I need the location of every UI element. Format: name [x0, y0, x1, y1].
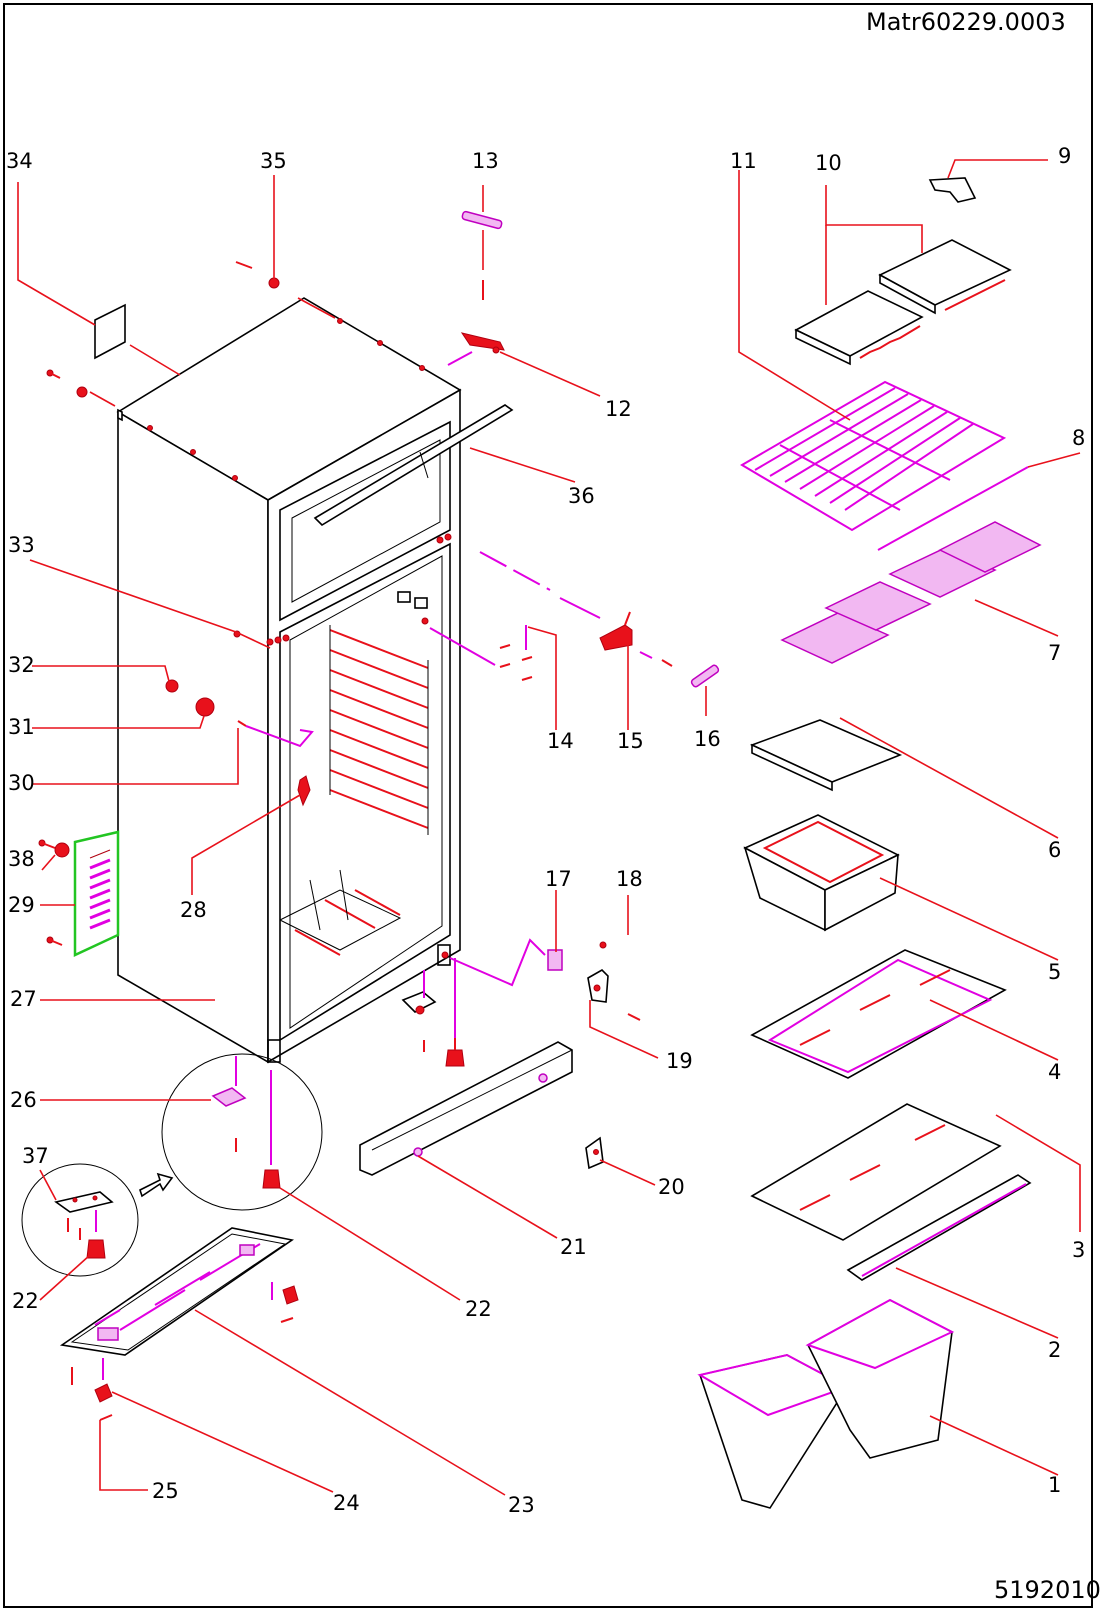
part-label-23: 23 [508, 1493, 535, 1517]
part-label-32: 32 [8, 653, 35, 677]
rod-8 [877, 466, 1029, 551]
chiller-tray-5 [743, 814, 900, 932]
part-label-26: 26 [10, 1088, 37, 1112]
part-label-9: 9 [1058, 144, 1071, 168]
part-label-10: 10 [815, 151, 842, 175]
bracket-26-upper [401, 970, 437, 1052]
part-label-13: 13 [472, 149, 499, 173]
part-label-22-left: 22 [12, 1289, 39, 1313]
part-label-2: 2 [1048, 1338, 1061, 1362]
rear-roller [271, 1282, 299, 1323]
hinge-cover-13 [461, 210, 503, 230]
detail-circle-right [161, 1053, 323, 1211]
part-label-35: 35 [260, 149, 287, 173]
base-plate-23 [59, 1227, 295, 1385]
part-label-20: 20 [658, 1175, 685, 1199]
drawing-code: Matr60229.0003 [866, 8, 1066, 36]
top-hinge-12 [460, 332, 505, 354]
screw-30 [237, 720, 247, 727]
part-label-4: 4 [1048, 1060, 1061, 1084]
chiller-cover-6 [749, 719, 903, 792]
part-label-21: 21 [560, 1235, 587, 1259]
adjustable-foot-upper [445, 958, 465, 1067]
plate-37 [54, 1191, 114, 1213]
part-label-22-right: 22 [465, 1297, 492, 1321]
part-label-31: 31 [8, 715, 35, 739]
pin-18 [599, 941, 607, 949]
part-label-37: 37 [22, 1144, 49, 1168]
evaporator-plate [329, 625, 429, 835]
label-plate [94, 303, 126, 360]
pin-25 [99, 1414, 113, 1421]
drawing-frame [3, 3, 1093, 1608]
arrow-icon [139, 1172, 174, 1198]
part-label-15: 15 [617, 729, 644, 753]
part-label-30: 30 [8, 771, 35, 795]
part-label-12: 12 [605, 397, 632, 421]
screw-top [46, 261, 280, 398]
part-label-11: 11 [730, 149, 757, 173]
hinge-bracket-20 [585, 1136, 604, 1170]
part-label-38: 38 [8, 847, 35, 871]
part-label-34: 34 [6, 149, 33, 173]
part-label-5: 5 [1048, 960, 1061, 984]
door-gasket-29 [73, 830, 120, 957]
part-label-1: 1 [1048, 1473, 1061, 1497]
part-label-19: 19 [666, 1049, 693, 1073]
hinge-cap-16 [690, 664, 720, 688]
part-label-24: 24 [333, 1491, 360, 1515]
part-label-25: 25 [152, 1479, 179, 1503]
part-label-18: 18 [616, 867, 643, 891]
top-trim-cover [313, 404, 514, 527]
ice-cube-trays-7 [780, 521, 1042, 664]
glass-plate-3 [750, 1103, 1002, 1241]
leader-lines [17, 159, 1081, 1496]
part-label-17: 17 [545, 867, 572, 891]
part-label-28: 28 [180, 898, 207, 922]
part-label-36: 36 [568, 484, 595, 508]
bracket-26 [211, 1087, 247, 1107]
shelf-trim-2 [846, 1174, 1032, 1281]
spacer-38 [54, 842, 70, 858]
foot-22-left [86, 1239, 106, 1259]
screw-15 [661, 659, 673, 667]
crisper-drawers-1 [697, 1298, 955, 1509]
part-label-14: 14 [547, 729, 574, 753]
detail-circle-left [21, 1163, 139, 1277]
cover-31 [195, 697, 215, 717]
glass-shelf-4 [750, 949, 1007, 1079]
part-label-29: 29 [8, 893, 35, 917]
cabinet [116, 297, 462, 1064]
middle-hinge-15 [599, 611, 633, 651]
egg-holder-9 [928, 177, 977, 203]
egg-trays-10 [794, 239, 1012, 366]
bushing-24 [94, 1383, 113, 1403]
part-label-33: 33 [8, 533, 35, 557]
pins-14 [429, 625, 533, 681]
part-label-7: 7 [1048, 641, 1061, 665]
lower-hinge-19 [587, 969, 609, 1003]
bulb-holder-28 [297, 775, 311, 807]
drawing-number: 5192010 [994, 1576, 1100, 1604]
part-label-6: 6 [1048, 838, 1061, 862]
hinge-bushing-17 [547, 949, 563, 971]
wire-shelf-11 [740, 380, 1007, 532]
foot-22-right [262, 1169, 281, 1189]
bushing-32 [165, 679, 179, 693]
part-number-labels: 1 2 3 4 5 6 7 8 9 10 11 12 13 14 15 16 1… [6, 144, 1085, 1517]
kickplate-21 [359, 1041, 573, 1176]
part-label-3: 3 [1072, 1238, 1085, 1262]
part-label-8: 8 [1072, 426, 1085, 450]
part-label-27: 27 [10, 987, 37, 1011]
part-label-16: 16 [694, 727, 721, 751]
